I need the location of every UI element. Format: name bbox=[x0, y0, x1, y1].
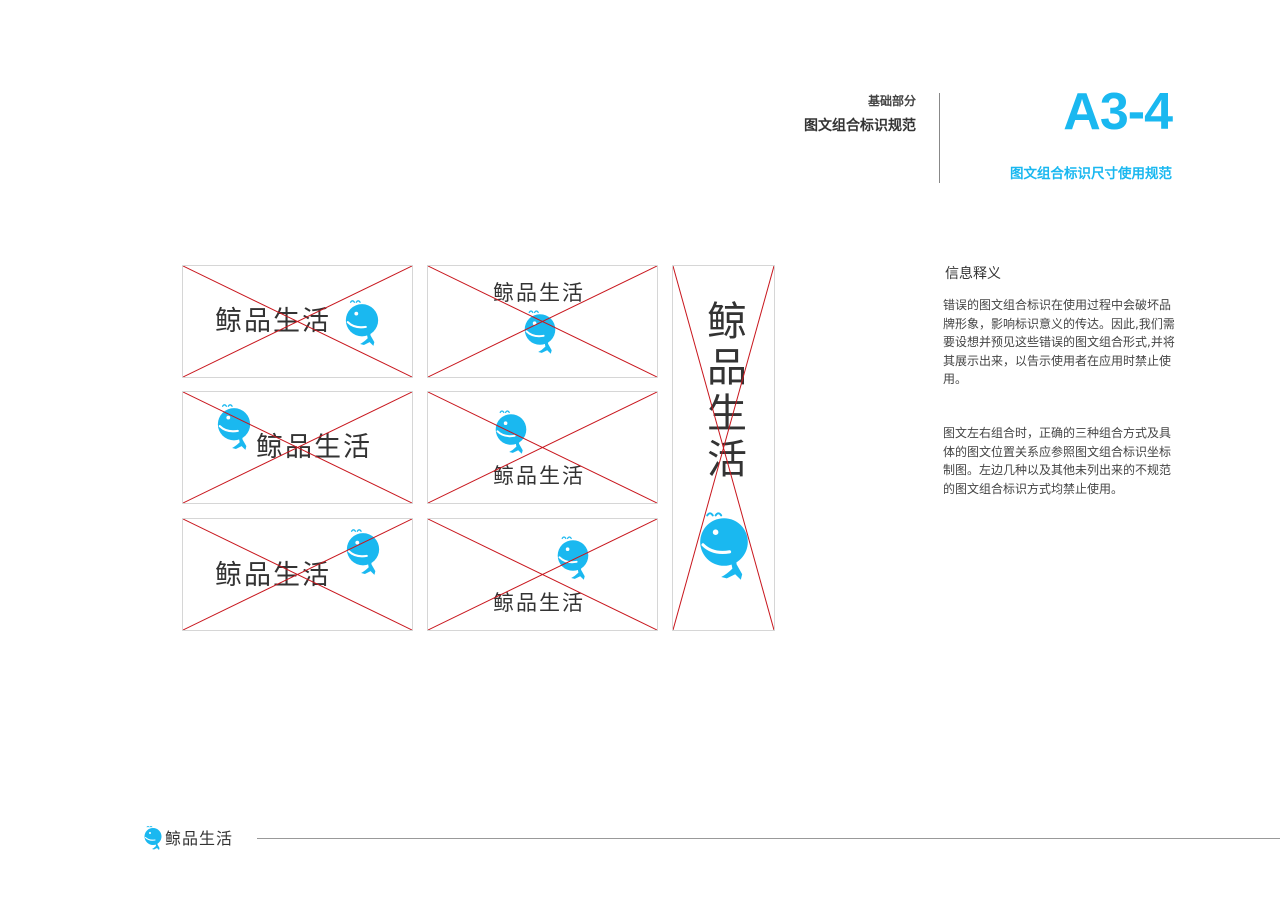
page-subtitle: 图文组合标识尺寸使用规范 bbox=[1010, 166, 1172, 182]
footer-whale-icon bbox=[143, 826, 163, 852]
footer-brand-name: 鲸品生活 bbox=[165, 829, 234, 848]
prohibited-cross-icon bbox=[183, 266, 412, 377]
incorrect-example-5: 鲸品生活 bbox=[182, 518, 413, 631]
header-divider bbox=[939, 93, 940, 183]
info-paragraph-1: 错误的图文组合标识在使用过程中会破坏品牌形象，影响标识意义的传达。因此,我们需要… bbox=[943, 298, 1175, 386]
footer-divider bbox=[257, 838, 1280, 839]
info-title: 信息释义 bbox=[945, 266, 1001, 282]
incorrect-example-vertical: 鲸品生活 bbox=[672, 265, 775, 631]
brand-wordmark: 鲸品生活 bbox=[493, 281, 585, 305]
header-section: 基础部分 图文组合标识规范 bbox=[804, 94, 916, 134]
brand-wordmark: 鲸品生活 bbox=[493, 591, 585, 615]
info-paragraph-2: 图文左右组合时，正确的三种组合方式及具体的图文位置关系应参照图文组合标识坐标制图… bbox=[943, 426, 1172, 496]
prohibited-cross-icon bbox=[673, 266, 774, 630]
prohibited-cross-icon bbox=[183, 519, 412, 630]
incorrect-example-4: 鲸品生活 bbox=[427, 391, 658, 504]
brand-wordmark: 鲸品生活 bbox=[256, 432, 372, 463]
prohibited-cross-icon bbox=[183, 392, 412, 503]
section-title: 图文组合标识规范 bbox=[804, 118, 916, 134]
section-label: 基础部分 bbox=[867, 94, 916, 108]
prohibited-cross-icon bbox=[428, 519, 657, 630]
page-code: A3-4 bbox=[1063, 83, 1173, 141]
brand-wordmark: 鲸品生活 bbox=[215, 306, 331, 337]
prohibited-cross-icon bbox=[428, 392, 657, 503]
brand-wordmark: 鲸品生活 bbox=[215, 560, 331, 591]
prohibited-cross-icon bbox=[428, 266, 657, 377]
incorrect-example-2: 鲸品生活 bbox=[427, 265, 658, 378]
incorrect-example-3: 鲸品生活 bbox=[182, 391, 413, 504]
brand-wordmark: 鲸品生活 bbox=[493, 464, 585, 488]
incorrect-example-1: 鲸品生活 bbox=[182, 265, 413, 378]
incorrect-example-6: 鲸品生活 bbox=[427, 518, 658, 631]
